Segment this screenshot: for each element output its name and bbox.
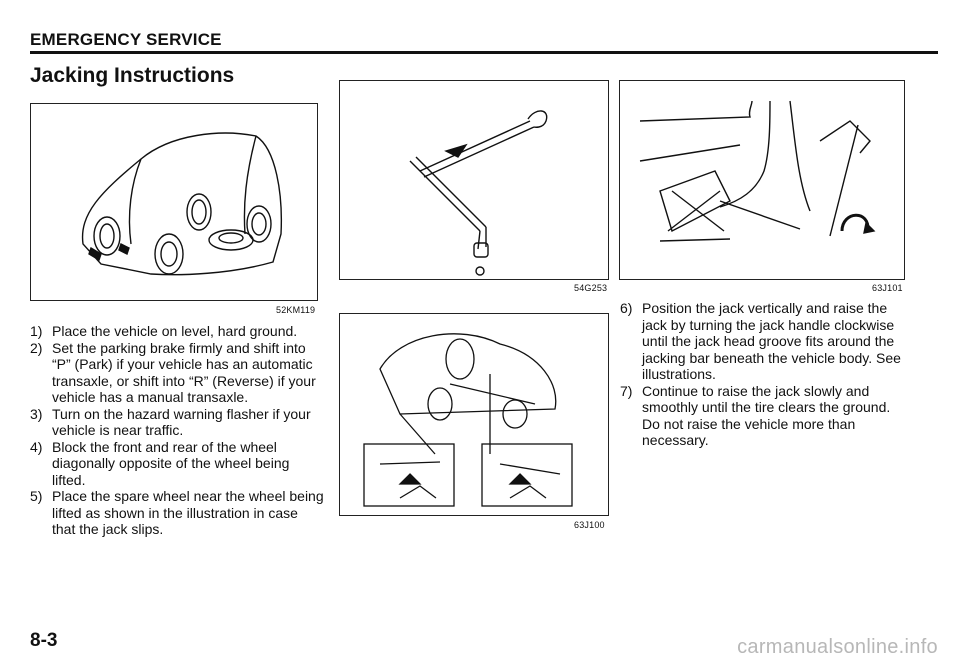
header-rule — [30, 51, 938, 54]
figure-jacking-points — [339, 313, 609, 516]
page-number: 8-3 — [30, 630, 58, 651]
figure-caption: 54G253 — [574, 283, 608, 293]
list-item: 3)Turn on the hazard warning flasher if … — [30, 405, 311, 439]
list-item: 4)Block the front and rear of the wheel … — [30, 438, 290, 488]
steps-left: 1)Place the vehicle on level, hard groun… — [30, 323, 324, 538]
steps-right: 6)Position the jack vertically and raise… — [620, 300, 908, 449]
figure-caption: 52KM119 — [276, 305, 316, 315]
list-item: 5)Place the spare wheel near the wheel b… — [30, 488, 324, 537]
list-item: 1)Place the vehicle on level, hard groun… — [30, 323, 298, 339]
section-header: EMERGENCY SERVICE — [30, 30, 222, 49]
figure-caption: 63J100 — [574, 520, 605, 530]
jack-operation-illustration — [639, 100, 876, 242]
figure-caption: 63J101 — [872, 283, 903, 293]
list-item: 2)Set the parking brake firmly and shift… — [30, 339, 316, 406]
watermark: carmanualsonline.info — [737, 636, 938, 658]
figure-jack-operation — [619, 80, 905, 280]
jacking-points-illustration — [363, 333, 573, 507]
figure-jack-handle — [339, 80, 609, 280]
vehicle-wheel-blocks-illustration — [81, 132, 283, 276]
list-item: 7)Continue to raise the jack slowly and … — [620, 382, 891, 449]
list-item: 6)Position the jack vertically and raise… — [620, 300, 901, 382]
jack-handle-tool-illustration — [409, 110, 548, 276]
figure-vehicle — [30, 103, 318, 301]
page-title: Jacking Instructions — [30, 64, 235, 87]
